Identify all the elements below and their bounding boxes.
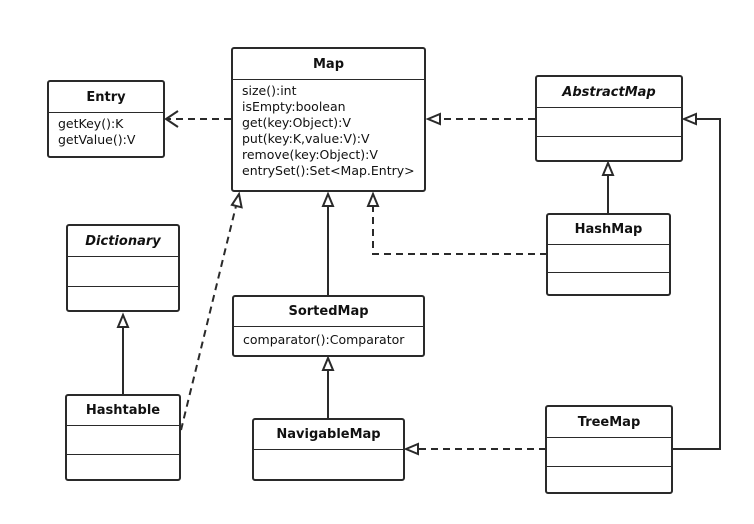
class-map[interactable]: Map size():int isEmpty:boolean get(key:O…	[231, 47, 426, 192]
attributes-compartment	[68, 257, 178, 287]
hollow-triangle-arrowhead	[403, 442, 419, 456]
methods-compartment	[67, 455, 179, 479]
realization-hashtable-to-map	[180, 205, 237, 431]
class-dictionary[interactable]: Dictionary	[66, 224, 180, 312]
hollow-triangle-arrowhead	[681, 112, 697, 126]
method: put(key:K,value:V):V	[242, 131, 370, 146]
class-tree-map[interactable]: TreeMap	[545, 405, 673, 494]
methods-compartment	[548, 273, 669, 294]
class-name: Entry	[49, 82, 163, 113]
class-name: Dictionary	[68, 226, 178, 257]
class-name: SortedMap	[234, 297, 423, 327]
class-abstract-map[interactable]: AbstractMap	[535, 75, 683, 162]
hollow-triangle-arrowhead	[321, 191, 335, 207]
methods-compartment: size():int isEmpty:boolean get(key:Objec…	[233, 80, 424, 190]
hollow-triangle-arrowhead	[601, 160, 615, 176]
class-name: Map	[233, 49, 424, 80]
class-name: Hashtable	[67, 396, 179, 426]
class-name: HashMap	[548, 215, 669, 245]
class-name: TreeMap	[547, 407, 671, 438]
methods-compartment	[68, 287, 178, 310]
class-hashtable[interactable]: Hashtable	[65, 394, 181, 481]
hollow-triangle-arrowhead	[116, 312, 130, 328]
methods-compartment	[547, 467, 671, 492]
generalization-treemap-to-abstractmap	[672, 118, 721, 450]
open-arrowhead	[164, 110, 179, 128]
method: getValue():V	[58, 132, 136, 147]
attributes-compartment	[537, 108, 681, 137]
realization-hashmap-to-map	[372, 206, 547, 255]
methods-compartment: comparator():Comparator	[234, 327, 423, 355]
class-hash-map[interactable]: HashMap	[546, 213, 671, 296]
method: size():int	[242, 83, 297, 98]
method: remove(key:Object):V	[242, 147, 378, 162]
class-sorted-map[interactable]: SortedMap comparator():Comparator	[232, 295, 425, 357]
attributes-compartment	[67, 426, 179, 455]
methods-compartment: getKey():K getValue():V	[49, 113, 163, 156]
class-name: NavigableMap	[254, 420, 403, 450]
class-name: AbstractMap	[537, 77, 681, 108]
method: isEmpty:boolean	[242, 99, 346, 114]
method: getKey():K	[58, 116, 124, 131]
class-entry[interactable]: Entry getKey():K getValue():V	[47, 80, 165, 158]
attributes-compartment	[547, 438, 671, 467]
method: entrySet():Set<Map.Entry>	[242, 163, 415, 178]
methods-compartment	[537, 137, 681, 160]
methods-compartment	[254, 450, 403, 479]
hollow-triangle-arrowhead	[321, 355, 335, 371]
hollow-triangle-arrowhead	[366, 191, 380, 207]
hollow-triangle-arrowhead	[230, 191, 243, 209]
attributes-compartment	[548, 245, 669, 273]
method: comparator():Comparator	[243, 332, 405, 347]
class-navigable-map[interactable]: NavigableMap	[252, 418, 405, 481]
hollow-triangle-arrowhead	[425, 112, 441, 126]
method: get(key:Object):V	[242, 115, 351, 130]
